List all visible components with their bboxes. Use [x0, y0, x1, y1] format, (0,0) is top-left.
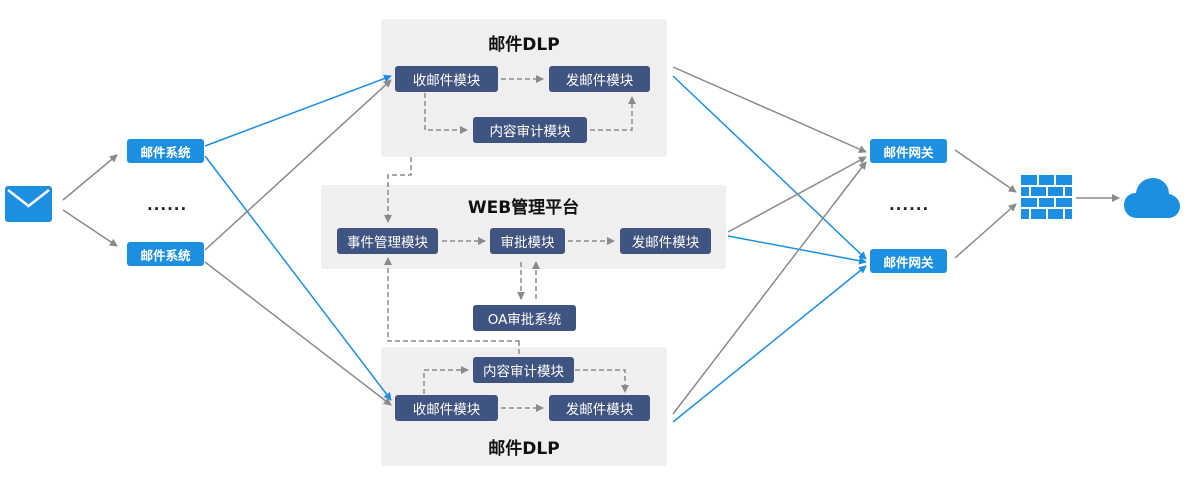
- web-send-module[interactable]: 发邮件模块: [620, 228, 711, 254]
- dlp-bottom-receive-module[interactable]: 收邮件模块: [395, 395, 498, 421]
- dlp-top-audit-module[interactable]: 内容审计模块: [473, 117, 587, 143]
- cloud-icon: [1124, 178, 1180, 218]
- web-platform-title: WEB管理平台: [467, 198, 580, 218]
- firewall-icon: [1021, 175, 1072, 219]
- oa-approval-system[interactable]: OA审批系统: [473, 305, 576, 331]
- dlp-top-receive-module[interactable]: 收邮件模块: [395, 66, 498, 92]
- dlp-top-send-module[interactable]: 发邮件模块: [549, 66, 650, 92]
- mail-system-1[interactable]: 邮件系统: [127, 139, 204, 163]
- dlp-top-title: 邮件DLP: [488, 35, 560, 55]
- dlp-bottom-title: 邮件DLP: [488, 439, 560, 459]
- dlp-bottom-send-module[interactable]: 发邮件模块: [549, 395, 650, 421]
- mail-system-2[interactable]: 邮件系统: [127, 242, 204, 266]
- approval-module[interactable]: 审批模块: [490, 228, 565, 254]
- mail-gateway-1[interactable]: 邮件网关: [870, 139, 947, 163]
- mail-icon: [5, 186, 52, 222]
- mail-gateway-2[interactable]: 邮件网关: [870, 249, 947, 273]
- dlp-bottom-audit-module[interactable]: 内容审计模块: [473, 357, 574, 383]
- event-management-module[interactable]: 事件管理模块: [337, 228, 438, 254]
- right-ellipsis: ......: [889, 196, 930, 214]
- left-ellipsis: ......: [147, 196, 188, 214]
